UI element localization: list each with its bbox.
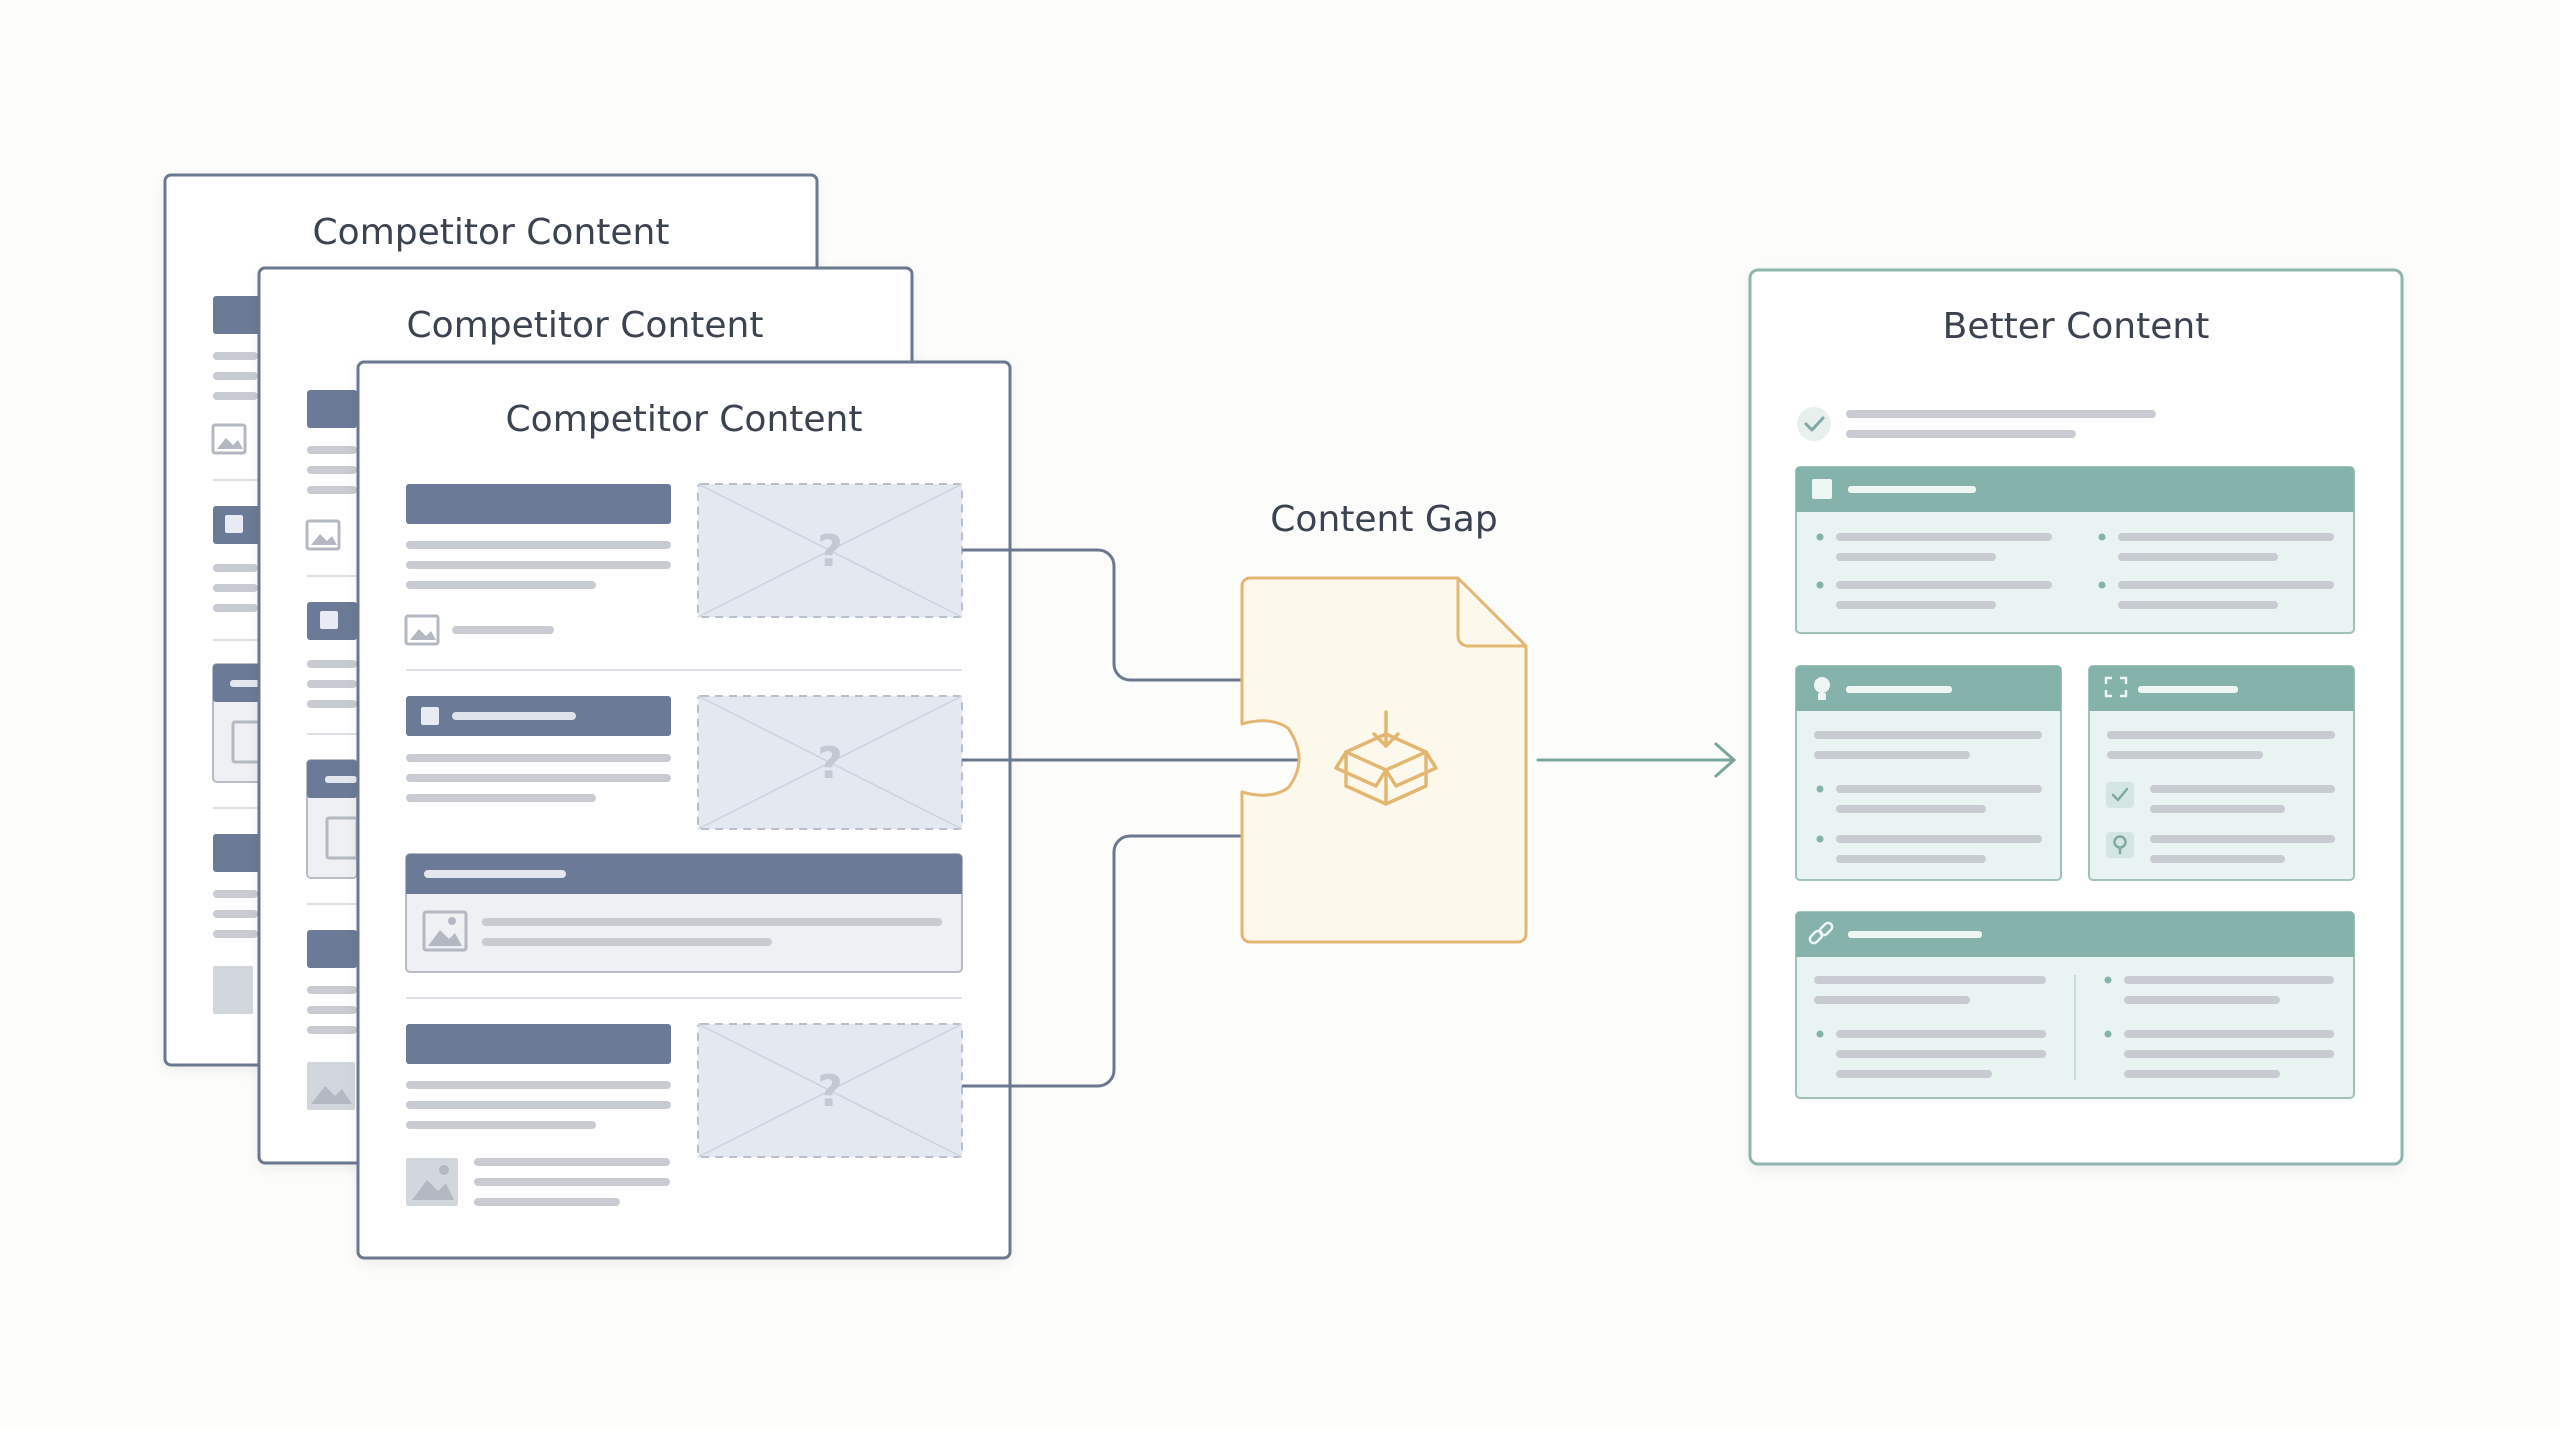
square-icon	[225, 515, 243, 533]
content-gap-puzzle-document	[1240, 576, 1528, 944]
better-section-b-right	[2088, 665, 2355, 881]
back-header-block	[213, 296, 261, 334]
expand-icon	[2104, 676, 2128, 698]
content-gap: Content Gap	[1240, 499, 1528, 944]
better-section-b-left	[1795, 665, 2062, 881]
link-icon	[1808, 921, 1834, 945]
lightbulb-icon	[2106, 832, 2134, 858]
image-icon	[213, 966, 253, 1014]
competitor-card-back-title: Competitor Content	[313, 212, 670, 253]
content-gap-title: Content Gap	[1270, 499, 1497, 540]
wide-content-box	[405, 853, 963, 973]
missing-image-placeholder: ?	[697, 695, 963, 830]
square-icon	[320, 611, 338, 629]
image-icon	[211, 423, 247, 455]
connector-top	[962, 548, 1242, 682]
question-mark-icon: ?	[817, 526, 843, 577]
image-icon	[404, 614, 440, 646]
square-icon	[1812, 479, 1832, 499]
missing-image-placeholder: ?	[697, 1023, 963, 1158]
better-section-c	[1795, 911, 2355, 1099]
image-icon	[406, 1158, 458, 1206]
check-icon	[2106, 782, 2134, 808]
missing-image-placeholder: ?	[697, 483, 963, 618]
question-mark-icon: ?	[817, 738, 843, 789]
lightbulb-icon	[1814, 677, 1830, 700]
square-icon	[421, 707, 439, 725]
competitor-card-front: Competitor Content ? ?	[356, 360, 1012, 1260]
competitor-card-middle-title: Competitor Content	[407, 305, 764, 346]
better-section-a	[1795, 466, 2355, 634]
connector-bottom	[962, 834, 1242, 1088]
output-arrow	[1536, 742, 1737, 778]
better-content-title: Better Content	[1943, 306, 2210, 347]
question-mark-icon: ?	[817, 1066, 843, 1117]
section-header-bar	[406, 484, 671, 524]
image-icon	[422, 910, 468, 952]
check-icon	[1797, 407, 1831, 441]
image-icon	[305, 519, 341, 551]
box-download-icon	[1334, 710, 1438, 806]
better-content-card: Better Content	[1748, 268, 2404, 1166]
image-icon	[307, 1062, 355, 1110]
gap-connectors	[962, 548, 1300, 1088]
competitor-card-front-title: Competitor Content	[506, 399, 863, 440]
